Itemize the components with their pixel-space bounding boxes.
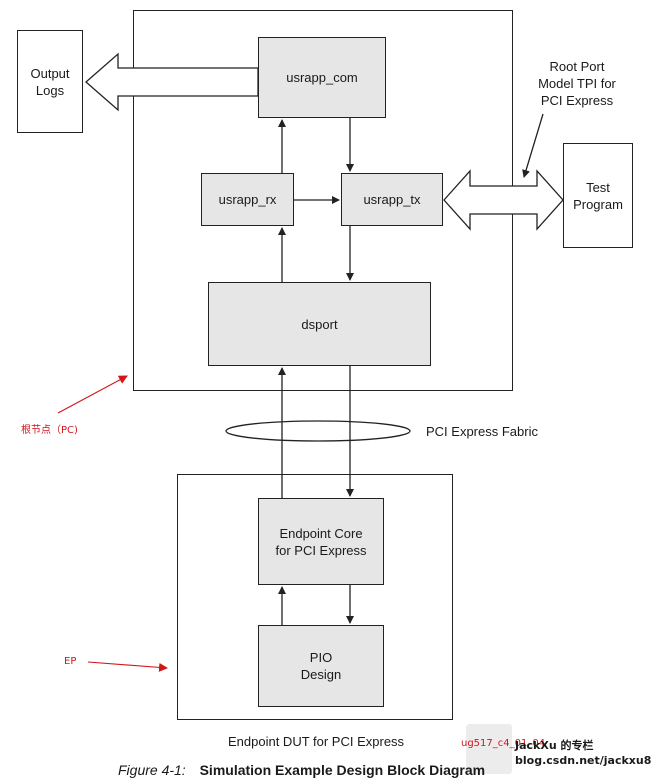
ep-annotation-arrow [87,661,168,672]
pci-express-fabric-ellipse [225,420,411,442]
root-port-model-label: Root Port Model TPI for PCI Express [538,59,616,108]
figure-number: Figure 4-1: [118,762,186,778]
usrapp-tx-block: usrapp_tx [341,173,443,226]
figure-caption: Figure 4-1: Simulation Example Design Bl… [118,762,485,778]
endpoint-core-block: Endpoint Core for PCI Express [258,498,384,585]
output-logs-arrow [85,52,259,112]
watermark-author: JackXu 的专栏 [515,739,594,752]
test-program-double-arrow [443,169,564,231]
test-program-block: Test Program [563,143,633,248]
figure-title: Simulation Example Design Block Diagram [199,762,486,778]
dsport-block: dsport [208,282,431,366]
endpoint-dut-frame [177,474,453,720]
usrapp-rx-block: usrapp_rx [201,173,294,226]
usrapp-com-block: usrapp_com [258,37,386,118]
root-node-annotation: 根节点（PC) [21,425,78,436]
watermark-logo [466,724,512,774]
output-logs-block: Output Logs [17,30,83,133]
root-port-pointer [522,113,544,178]
watermark-url: blog.csdn.net/jackxu8 [515,754,652,767]
pio-design-block: PIO Design [258,625,384,707]
ep-annotation: EP [64,656,77,667]
pci-express-fabric-label: PCI Express Fabric [426,424,538,439]
watermark-doc-ref: ug517_c4_01_04 [461,738,546,749]
root-node-annotation-arrow [57,375,128,414]
endpoint-dut-label: Endpoint DUT for PCI Express [228,734,405,749]
